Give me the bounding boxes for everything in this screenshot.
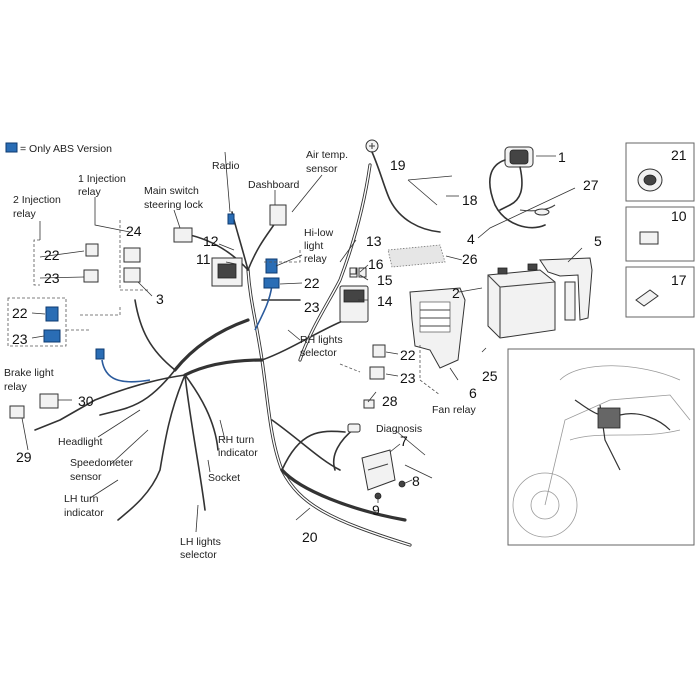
label-main-switch-1: Main switch bbox=[144, 185, 199, 197]
callout-6: 6 bbox=[469, 385, 477, 401]
callout-26: 26 bbox=[462, 251, 478, 267]
plate-26 bbox=[387, 244, 446, 268]
callout-8: 8 bbox=[412, 473, 420, 489]
label-brake-2: relay bbox=[4, 381, 28, 393]
label-rh-lights-2: selector bbox=[300, 347, 337, 359]
callout-20: 20 bbox=[302, 529, 318, 545]
abs-relays bbox=[43, 258, 280, 360]
fuse-holder-14 bbox=[339, 267, 369, 323]
callout-10: 10 bbox=[671, 208, 687, 224]
group-brackets bbox=[7, 220, 441, 396]
callout-22c: 22 bbox=[304, 275, 320, 291]
label-lh-turn-2: indicator bbox=[64, 507, 104, 519]
label-hilow-1: Hi-low bbox=[304, 227, 334, 239]
fuse-box-tray-6 bbox=[409, 287, 466, 369]
callout-24: 24 bbox=[126, 223, 142, 239]
callout-30: 30 bbox=[78, 393, 94, 409]
text-labels: Radio Dashboard Air temp. sensor 1 Injec… bbox=[4, 149, 477, 561]
callout-23c: 23 bbox=[304, 299, 320, 315]
label-lh-turn-1: LH turn bbox=[64, 493, 99, 505]
label-rh-turn-2: indicator bbox=[218, 447, 258, 459]
battery-2 bbox=[487, 263, 556, 339]
label-rh-lights-1: RH lights bbox=[300, 334, 343, 346]
label-inj1-1: 1 Injection bbox=[78, 173, 126, 185]
ecu-7 bbox=[361, 449, 406, 500]
part-1-relay bbox=[489, 146, 546, 229]
callout-15: 15 bbox=[377, 272, 393, 288]
callout-16: 16 bbox=[368, 256, 384, 272]
label-fan-relay: Fan relay bbox=[432, 404, 477, 416]
callout-1: 1 bbox=[558, 149, 566, 165]
legend: = Only ABS Version bbox=[5, 142, 112, 155]
label-air-temp-2: sensor bbox=[306, 163, 338, 175]
callout-13: 13 bbox=[366, 233, 382, 249]
label-rh-turn-1: RH turn bbox=[218, 434, 254, 446]
callout-19: 19 bbox=[390, 157, 406, 173]
callout-22d: 22 bbox=[400, 347, 416, 363]
label-hilow-3: relay bbox=[304, 253, 328, 265]
callout-numbers: 1 2 3 4 5 6 7 8 9 10 11 12 13 14 15 16 1… bbox=[12, 147, 687, 545]
cable-13 bbox=[298, 139, 441, 362]
callout-23b: 23 bbox=[12, 331, 28, 347]
callout-23a: 23 bbox=[44, 270, 60, 286]
callout-29: 29 bbox=[16, 449, 32, 465]
callout-17: 17 bbox=[671, 272, 687, 288]
callout-5: 5 bbox=[594, 233, 602, 249]
label-dashboard: Dashboard bbox=[248, 179, 300, 191]
callout-23d: 23 bbox=[400, 370, 416, 386]
label-speedo-2: sensor bbox=[70, 471, 102, 483]
abs-legend-swatch bbox=[5, 142, 18, 153]
label-lh-lights-2: selector bbox=[180, 549, 217, 561]
callout-12: 12 bbox=[203, 233, 219, 249]
label-brake-1: Brake light bbox=[4, 367, 54, 379]
side-panels bbox=[625, 142, 695, 318]
label-inj2-1: 2 Injection bbox=[13, 194, 61, 206]
callout-27: 27 bbox=[583, 177, 599, 193]
label-speedo-1: Speedometer bbox=[70, 457, 134, 469]
motorcycle-inset bbox=[507, 348, 695, 546]
label-main-switch-2: steering lock bbox=[144, 199, 204, 211]
callout-3: 3 bbox=[156, 291, 164, 307]
label-socket: Socket bbox=[208, 472, 240, 484]
diagnosis-connector bbox=[333, 423, 361, 471]
label-lh-lights-1: LH lights bbox=[180, 536, 221, 548]
callout-9: 9 bbox=[372, 502, 380, 518]
label-diagnosis: Diagnosis bbox=[376, 423, 422, 435]
label-inj2-2: relay bbox=[13, 208, 37, 220]
relays bbox=[9, 243, 386, 419]
callout-2: 2 bbox=[452, 285, 460, 301]
bracket-5 bbox=[539, 257, 593, 321]
main-harness bbox=[34, 211, 412, 547]
label-inj1-2: relay bbox=[78, 186, 102, 198]
callout-21: 21 bbox=[671, 147, 687, 163]
callout-22a: 22 bbox=[44, 247, 60, 263]
callout-14: 14 bbox=[377, 293, 393, 309]
callout-22b: 22 bbox=[12, 305, 28, 321]
label-headlight: Headlight bbox=[58, 436, 102, 448]
legend-text: = Only ABS Version bbox=[20, 143, 112, 155]
cable-27 bbox=[519, 204, 556, 216]
callout-28: 28 bbox=[382, 393, 398, 409]
label-air-temp-1: Air temp. bbox=[306, 149, 348, 161]
main-switch bbox=[173, 204, 287, 287]
callout-25: 25 bbox=[482, 368, 498, 384]
callout-11: 11 bbox=[196, 251, 211, 267]
callout-7: 7 bbox=[400, 433, 408, 449]
callout-18: 18 bbox=[462, 192, 478, 208]
leader-lines bbox=[21, 151, 583, 533]
callout-4: 4 bbox=[467, 231, 475, 247]
label-hilow-2: light bbox=[304, 240, 323, 252]
label-radio: Radio bbox=[212, 160, 240, 172]
